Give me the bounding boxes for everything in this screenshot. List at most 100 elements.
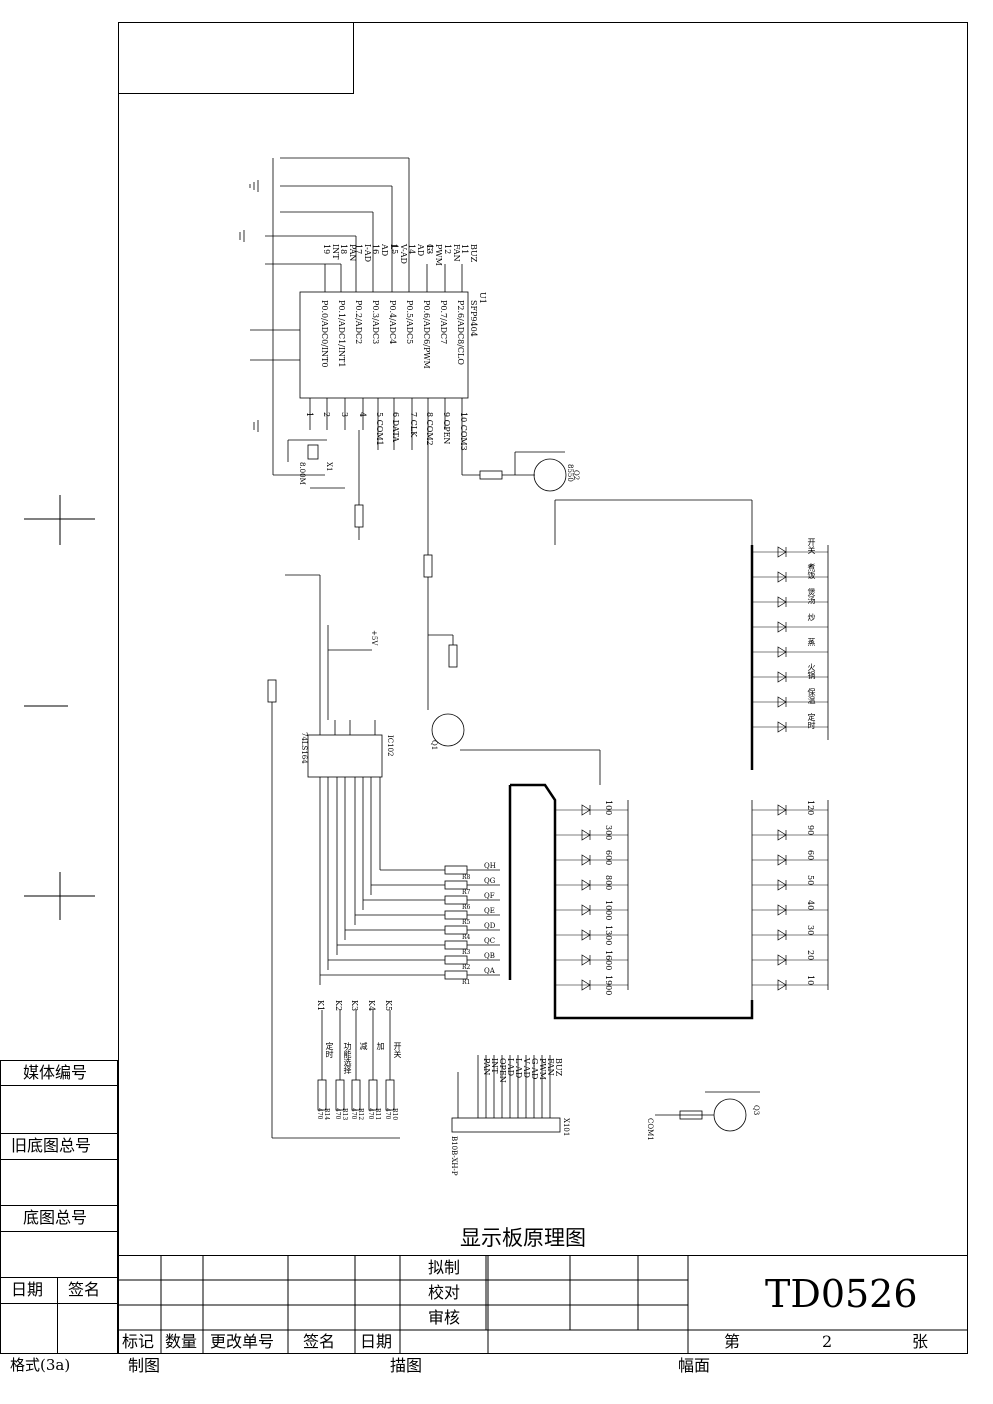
conn-pin: BUZ	[554, 1058, 563, 1077]
switch-label: 加	[376, 1042, 385, 1050]
q-label: QF	[484, 892, 495, 900]
ic-u1-ref: U1	[478, 292, 487, 304]
ic-shift-part: 74LS164	[300, 732, 308, 764]
drawing-number: TD0526	[765, 1272, 918, 1316]
led-value: 90	[806, 825, 815, 836]
pin-b4: 4	[358, 412, 367, 418]
conn-pin: OPEN	[498, 1058, 507, 1083]
conn-pin: PAN	[482, 1058, 491, 1076]
crystal-ref: X1	[325, 462, 333, 472]
resistor-label: R2	[462, 964, 471, 971]
led-right-values: 120 90 60 50 40 30 20 10	[806, 800, 820, 1000]
conn-pin: V-AD	[522, 1058, 531, 1078]
q-label: QA	[484, 967, 495, 975]
conn-pin: FAN	[546, 1058, 555, 1076]
pin-pan: PAN 18	[339, 244, 357, 262]
pin-b5: 5 COM1	[375, 412, 384, 446]
sign-label: 签名	[68, 1280, 101, 1299]
led-left-values: 100 300 600 800 1000 1300 1600 1900	[604, 800, 618, 1000]
q-label: QB	[484, 952, 495, 960]
shift-output-labels: QH QG QF QE QD QC QB QA	[484, 862, 504, 987]
reviewed-label: 审核	[428, 1308, 461, 1327]
resistor-label: R7	[462, 889, 471, 896]
led-value: 20	[806, 950, 815, 961]
ic-u1-part: SFP9404	[469, 300, 478, 337]
switch-ref: K2	[334, 1000, 343, 1012]
q-label: QG	[484, 877, 496, 885]
switch-ref: K4	[367, 1000, 376, 1012]
pin-vad: V-AD 15	[390, 244, 408, 264]
pin-b3: 3	[340, 412, 349, 418]
connector-part: B10B-XH-P	[450, 1136, 458, 1176]
base-total-value	[0, 1232, 118, 1278]
schematic	[239, 157, 829, 1139]
q1-ref: Q1	[430, 740, 438, 751]
drafted-label: 拟制	[428, 1258, 461, 1277]
u1-bottom-pins: 1 2 3 4 5 COM1 6 DATA 7 CLK 8 COM2 9 OPE…	[305, 412, 475, 452]
switch-resistor: R14 470	[316, 1108, 330, 1121]
q-label: QE	[484, 907, 495, 915]
u1-top-pins: INT 19 PAN 18 I-AD 17 L-AD 16 V-AD 15 G-…	[322, 244, 478, 266]
old-base-box: 旧底图总号	[0, 1134, 118, 1160]
u1-pin-p05: P0.5/ADC5	[405, 300, 414, 345]
power-label: +5V	[370, 630, 378, 646]
media-no-box: 媒体编号	[0, 1060, 118, 1086]
sheet-prefix: 第	[724, 1332, 741, 1351]
registration-marks	[24, 495, 95, 920]
resistor-label: R3	[462, 949, 471, 956]
led-value: 1900	[604, 975, 613, 996]
led-function: 煮饭	[807, 563, 816, 579]
footer-size: 幅面	[678, 1356, 711, 1375]
top-left-box	[118, 22, 354, 94]
led-function: 定时	[807, 713, 816, 729]
pin-fan: FAN 12	[443, 244, 461, 262]
change-no-label: 更改单号	[210, 1332, 275, 1351]
led-value: 10	[806, 975, 815, 986]
pin-lad: L-AD 16	[371, 244, 398, 257]
conn-pin: I-AD	[506, 1058, 515, 1077]
crystal-value: 8.00M	[298, 462, 306, 485]
switch-group: K1 K2 K3 K4 K5 定时 功能选择 减 加 开关 R14 470 R1…	[316, 1000, 406, 1130]
connector-pins: BUZ FAN PWM G-AD V-AD L-AD I-AD OPEN INT…	[474, 1058, 564, 1098]
led-function: 火锅	[807, 663, 816, 679]
switch-label: 减	[359, 1042, 368, 1050]
footer-trace: 描图	[390, 1356, 423, 1375]
resistor-label: R5	[462, 919, 471, 926]
switch-ref: K1	[316, 1000, 325, 1012]
pin-b2: 2	[322, 412, 331, 418]
qty-label: 数量	[165, 1332, 198, 1351]
switch-resistor: R11 470	[367, 1108, 381, 1121]
led-function-labels: 开关 煮饭 煲汤 炒 蒸 火锅 保温 定时	[806, 538, 820, 738]
sheet-number: 2	[822, 1332, 833, 1351]
base-total-box: 底图总号	[0, 1206, 118, 1232]
date-label: 日期	[11, 1280, 44, 1299]
date-value	[0, 1304, 58, 1354]
conn-pin: PWM	[538, 1058, 547, 1080]
date-col-label: 日期	[360, 1332, 393, 1351]
conn-pin: L-AD	[514, 1058, 523, 1079]
pin-gad: G-AD 14	[407, 244, 434, 257]
media-no-label: 媒体编号	[23, 1063, 88, 1082]
led-value: 800	[604, 875, 613, 891]
led-value: 40	[806, 900, 815, 911]
format-label: 格式(3a)	[10, 1356, 71, 1374]
led-value: 60	[806, 850, 815, 861]
pin-b10: 10 COM3	[459, 412, 468, 451]
resistor-label: R4	[462, 934, 471, 941]
led-function: 蒸	[807, 638, 816, 646]
footer-draw: 制图	[128, 1356, 161, 1375]
com1-label: COM1	[646, 1118, 654, 1141]
drawing-frame	[118, 22, 968, 1354]
switch-ref: K5	[384, 1000, 393, 1012]
switch-label: 开关	[393, 1042, 402, 1058]
old-base-value	[0, 1160, 118, 1206]
switch-resistor: R12 470	[350, 1108, 364, 1121]
u1-pin-p04: P0.4/ADC4	[388, 300, 397, 345]
u1-inner-pins: P0.0/ADC0/INT0 P0.1/ADC1/INT1 P0.2/ADC2 …	[310, 300, 470, 380]
conn-pin: INT	[490, 1058, 499, 1074]
pin-pwm: PWM 13	[425, 244, 443, 266]
ic-shift-ref: IC102	[386, 735, 394, 757]
led-value: 30	[806, 925, 815, 936]
led-value: 600	[604, 850, 613, 866]
title-block-grid	[118, 1255, 968, 1354]
